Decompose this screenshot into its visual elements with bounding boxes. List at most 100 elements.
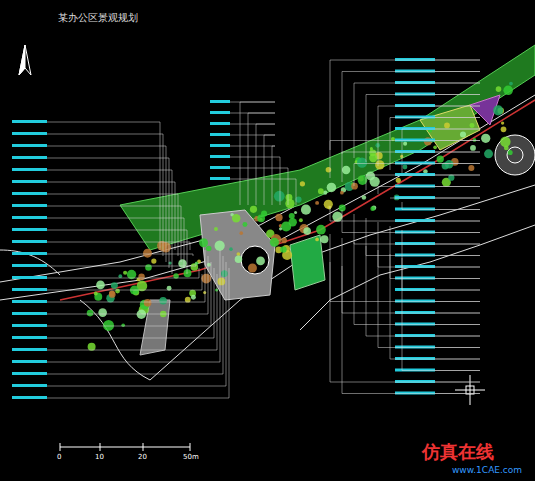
tree (295, 196, 301, 202)
tree (96, 281, 105, 290)
leader-line (342, 238, 480, 313)
tree (366, 171, 375, 180)
tree (316, 225, 326, 235)
note-line (47, 230, 92, 231)
tree (143, 249, 152, 258)
tree (115, 289, 120, 294)
tree (288, 218, 296, 226)
tree (137, 310, 146, 319)
note-line (47, 158, 92, 159)
callout-bar (395, 369, 435, 372)
leader-line (92, 254, 193, 256)
tree (239, 231, 243, 235)
tree (215, 288, 218, 291)
leader-line (402, 202, 480, 210)
leader-line (92, 256, 208, 314)
note-line (47, 398, 92, 399)
tree (493, 105, 503, 115)
tree (400, 155, 403, 158)
leader-line (378, 222, 480, 267)
callout-bar (395, 127, 435, 130)
callout-bar (12, 144, 47, 147)
leader-line (92, 262, 211, 326)
callout-bar (12, 132, 47, 135)
callout-bar (395, 392, 435, 395)
leader-line (342, 210, 480, 233)
tree (448, 175, 454, 181)
tree (206, 246, 212, 252)
tree (178, 259, 186, 267)
leader-line (402, 230, 480, 290)
leader-line (92, 194, 178, 256)
callout-bar (210, 100, 230, 103)
note-line (230, 168, 275, 169)
note-line (47, 338, 92, 339)
tree (109, 291, 116, 298)
tree (496, 86, 502, 92)
tree (375, 143, 380, 148)
callout-bar (12, 180, 47, 183)
callout-bar (12, 168, 47, 171)
tree (279, 227, 282, 230)
tree (203, 291, 206, 294)
tree (274, 191, 285, 202)
leader-line (275, 179, 296, 205)
tree (326, 167, 332, 173)
lawn (290, 235, 325, 290)
callout-bar (210, 144, 230, 147)
note-line (47, 170, 92, 171)
leader-line (354, 242, 480, 325)
callout-bar (395, 173, 435, 176)
callout-bar (12, 240, 47, 243)
tree (473, 138, 477, 142)
leader-line (402, 258, 480, 371)
callout-bar (12, 360, 47, 363)
watermark: 仿真在线 (422, 442, 494, 462)
note-line (47, 374, 92, 375)
tree (151, 258, 156, 263)
road-edge (60, 100, 535, 300)
note-line (47, 146, 92, 147)
leader-line (366, 175, 480, 190)
leader-line (92, 218, 184, 268)
callout-bar (395, 150, 435, 153)
leader-line (92, 262, 196, 266)
leader-line (92, 268, 214, 338)
vegetation (87, 82, 513, 351)
tree (195, 261, 199, 265)
note-line (47, 302, 92, 303)
tree (191, 295, 196, 300)
callout-bar (12, 276, 47, 279)
tree (199, 238, 208, 247)
tree (484, 149, 493, 158)
callout-bar (395, 104, 435, 107)
callout-bars (12, 58, 480, 399)
callout-bar (395, 185, 435, 188)
tree (299, 218, 303, 222)
callout-bar (12, 156, 47, 159)
tree (501, 121, 504, 124)
tree (445, 160, 453, 168)
tree (370, 147, 373, 150)
leader-line (92, 268, 199, 278)
callout-bar (210, 166, 230, 169)
leader-line (92, 122, 160, 250)
tree (217, 278, 225, 286)
tree (201, 274, 211, 284)
callout-bar (210, 133, 230, 136)
callout-bar (12, 300, 47, 303)
leader-line (92, 230, 187, 274)
leader-line (92, 134, 163, 256)
leader-line (92, 274, 217, 350)
tree (323, 191, 327, 195)
tree (87, 310, 94, 317)
leader-line (330, 60, 480, 150)
tree (103, 320, 114, 331)
leader-line (92, 158, 169, 268)
leader-line (275, 157, 280, 205)
tree (369, 154, 377, 162)
tree (232, 214, 240, 222)
tree (403, 142, 407, 146)
tree (281, 238, 287, 244)
